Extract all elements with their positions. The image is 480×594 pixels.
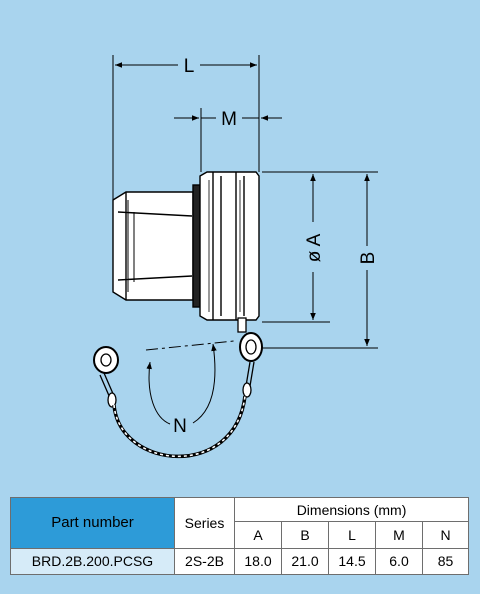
column-header-N: N [421,521,470,549]
lanyard-eyelet-right [239,332,263,362]
extension-lines [112,55,378,351]
part-number-header: Part number [10,497,175,549]
value-M-cell: 6.0 [375,547,423,576]
dimension-B: B [356,174,379,346]
lanyard [93,317,263,458]
cap-sleeve [112,191,194,301]
cap-technical-drawing: L M ø A B N [93,54,379,458]
series-header: Series [174,497,235,549]
column-header-L: L [328,521,376,549]
dimension-L-label: L [184,56,195,77]
dimension-A-label: ø A [304,233,325,262]
value-A-cell: 18.0 [234,547,282,576]
gasket-ring [192,184,201,308]
dimensions-table: Part number Series Dimensions (mm) A B L… [10,496,470,576]
series-cell: 2S-2B [174,547,235,576]
cap-body [112,171,260,321]
value-N-cell: 85 [421,547,470,576]
column-header-B: B [281,521,329,549]
dimension-M: M [174,106,282,130]
value-B-cell: 21.0 [281,547,329,576]
dimensions-header: Dimensions (mm) [233,496,470,523]
column-header-M: M [375,521,423,549]
column-header-A: A [234,521,282,549]
dimension-L: L [115,54,257,77]
value-L-cell: 14.5 [328,547,376,576]
dimension-N: N [146,343,217,437]
table-row: BRD.2B.200.PCSG 2S-2B 18.0 21.0 14.5 6.0… [10,547,470,576]
dimension-N-label: N [173,416,187,437]
dimension-A: ø A [302,174,325,320]
lanyard-eyelet-left [93,346,119,374]
dimension-B-label: B [358,252,379,265]
dimension-M-label: M [221,109,237,130]
part-number-cell: BRD.2B.200.PCSG [10,547,175,576]
